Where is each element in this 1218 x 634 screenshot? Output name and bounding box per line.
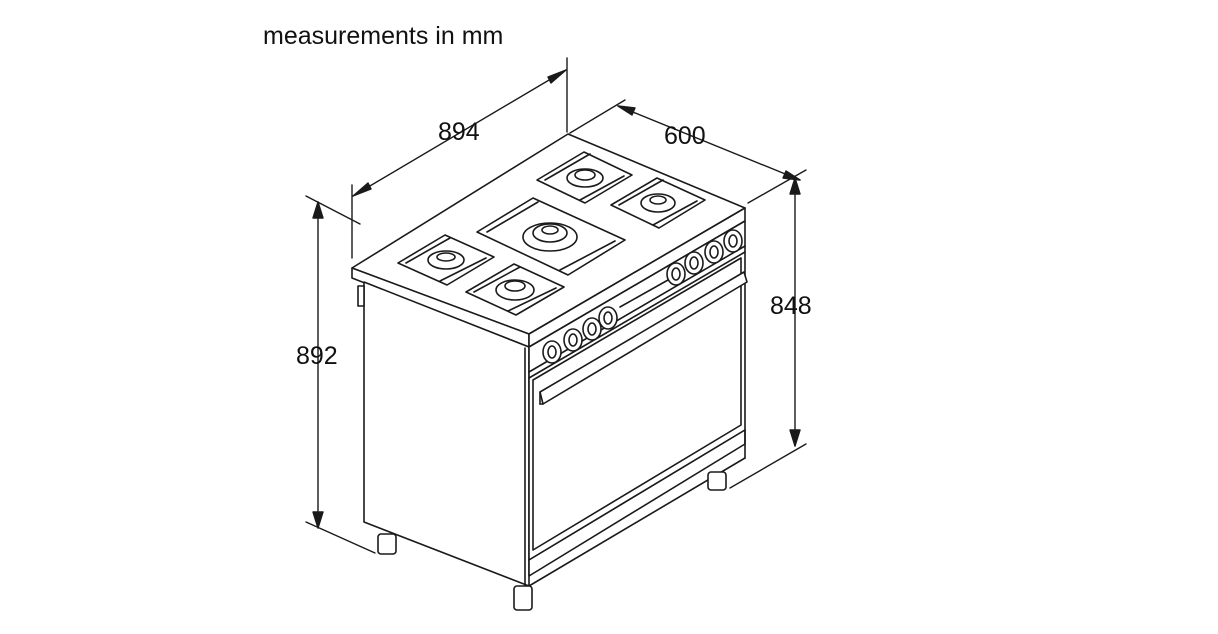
height-body-arrow-top bbox=[789, 177, 801, 195]
knob-4 bbox=[598, 306, 618, 330]
height-total-extension-bottom bbox=[305, 521, 376, 554]
knob-5 bbox=[666, 262, 686, 286]
burner-back bbox=[536, 151, 633, 204]
control-strip-bottom bbox=[528, 251, 746, 379]
burners bbox=[397, 151, 706, 316]
depth-extension-right bbox=[747, 169, 807, 204]
foot-right bbox=[707, 471, 727, 491]
knob-7 bbox=[704, 240, 724, 264]
depth-arrow-right bbox=[782, 170, 801, 181]
oven-handle bbox=[539, 271, 748, 405]
knob-8 bbox=[723, 229, 743, 253]
knob-2 bbox=[563, 328, 583, 352]
burner-center-wok bbox=[476, 197, 626, 276]
depth-arrow-left bbox=[617, 105, 636, 116]
height-body-arrow-bottom bbox=[789, 429, 801, 447]
height-total-arrow-top bbox=[312, 201, 324, 219]
height-total-arrow-bottom bbox=[312, 511, 324, 529]
oven-door bbox=[532, 257, 742, 551]
control-knobs bbox=[542, 229, 743, 364]
height-body-label: 848 bbox=[770, 292, 812, 320]
dimension-labels: 894 600 892 848 bbox=[296, 118, 812, 370]
width-dimension-line bbox=[352, 69, 567, 197]
burner-front bbox=[465, 263, 565, 316]
depth-dimension-line bbox=[617, 105, 801, 181]
burner-right bbox=[610, 177, 706, 229]
knob-1 bbox=[542, 340, 562, 364]
control-strip-top bbox=[528, 245, 746, 373]
knob-3 bbox=[582, 317, 602, 341]
height-total-label: 892 bbox=[296, 342, 338, 370]
dimension-lines bbox=[305, 57, 807, 554]
foot-left bbox=[377, 533, 397, 555]
control-divider bbox=[619, 279, 669, 308]
depth-extension-left bbox=[569, 99, 626, 134]
width-arrow-right bbox=[547, 69, 567, 84]
knob-6 bbox=[684, 251, 704, 275]
units-caption: measurements in mm bbox=[263, 22, 504, 50]
height-total-extension-top bbox=[305, 195, 361, 225]
height-body-extension-bottom bbox=[729, 443, 807, 489]
side-tab bbox=[357, 285, 365, 307]
depth-label: 600 bbox=[664, 122, 706, 150]
burner-front-left bbox=[397, 234, 495, 286]
foot-front bbox=[513, 585, 533, 611]
width-label: 894 bbox=[438, 118, 480, 146]
width-arrow-left bbox=[352, 182, 372, 197]
